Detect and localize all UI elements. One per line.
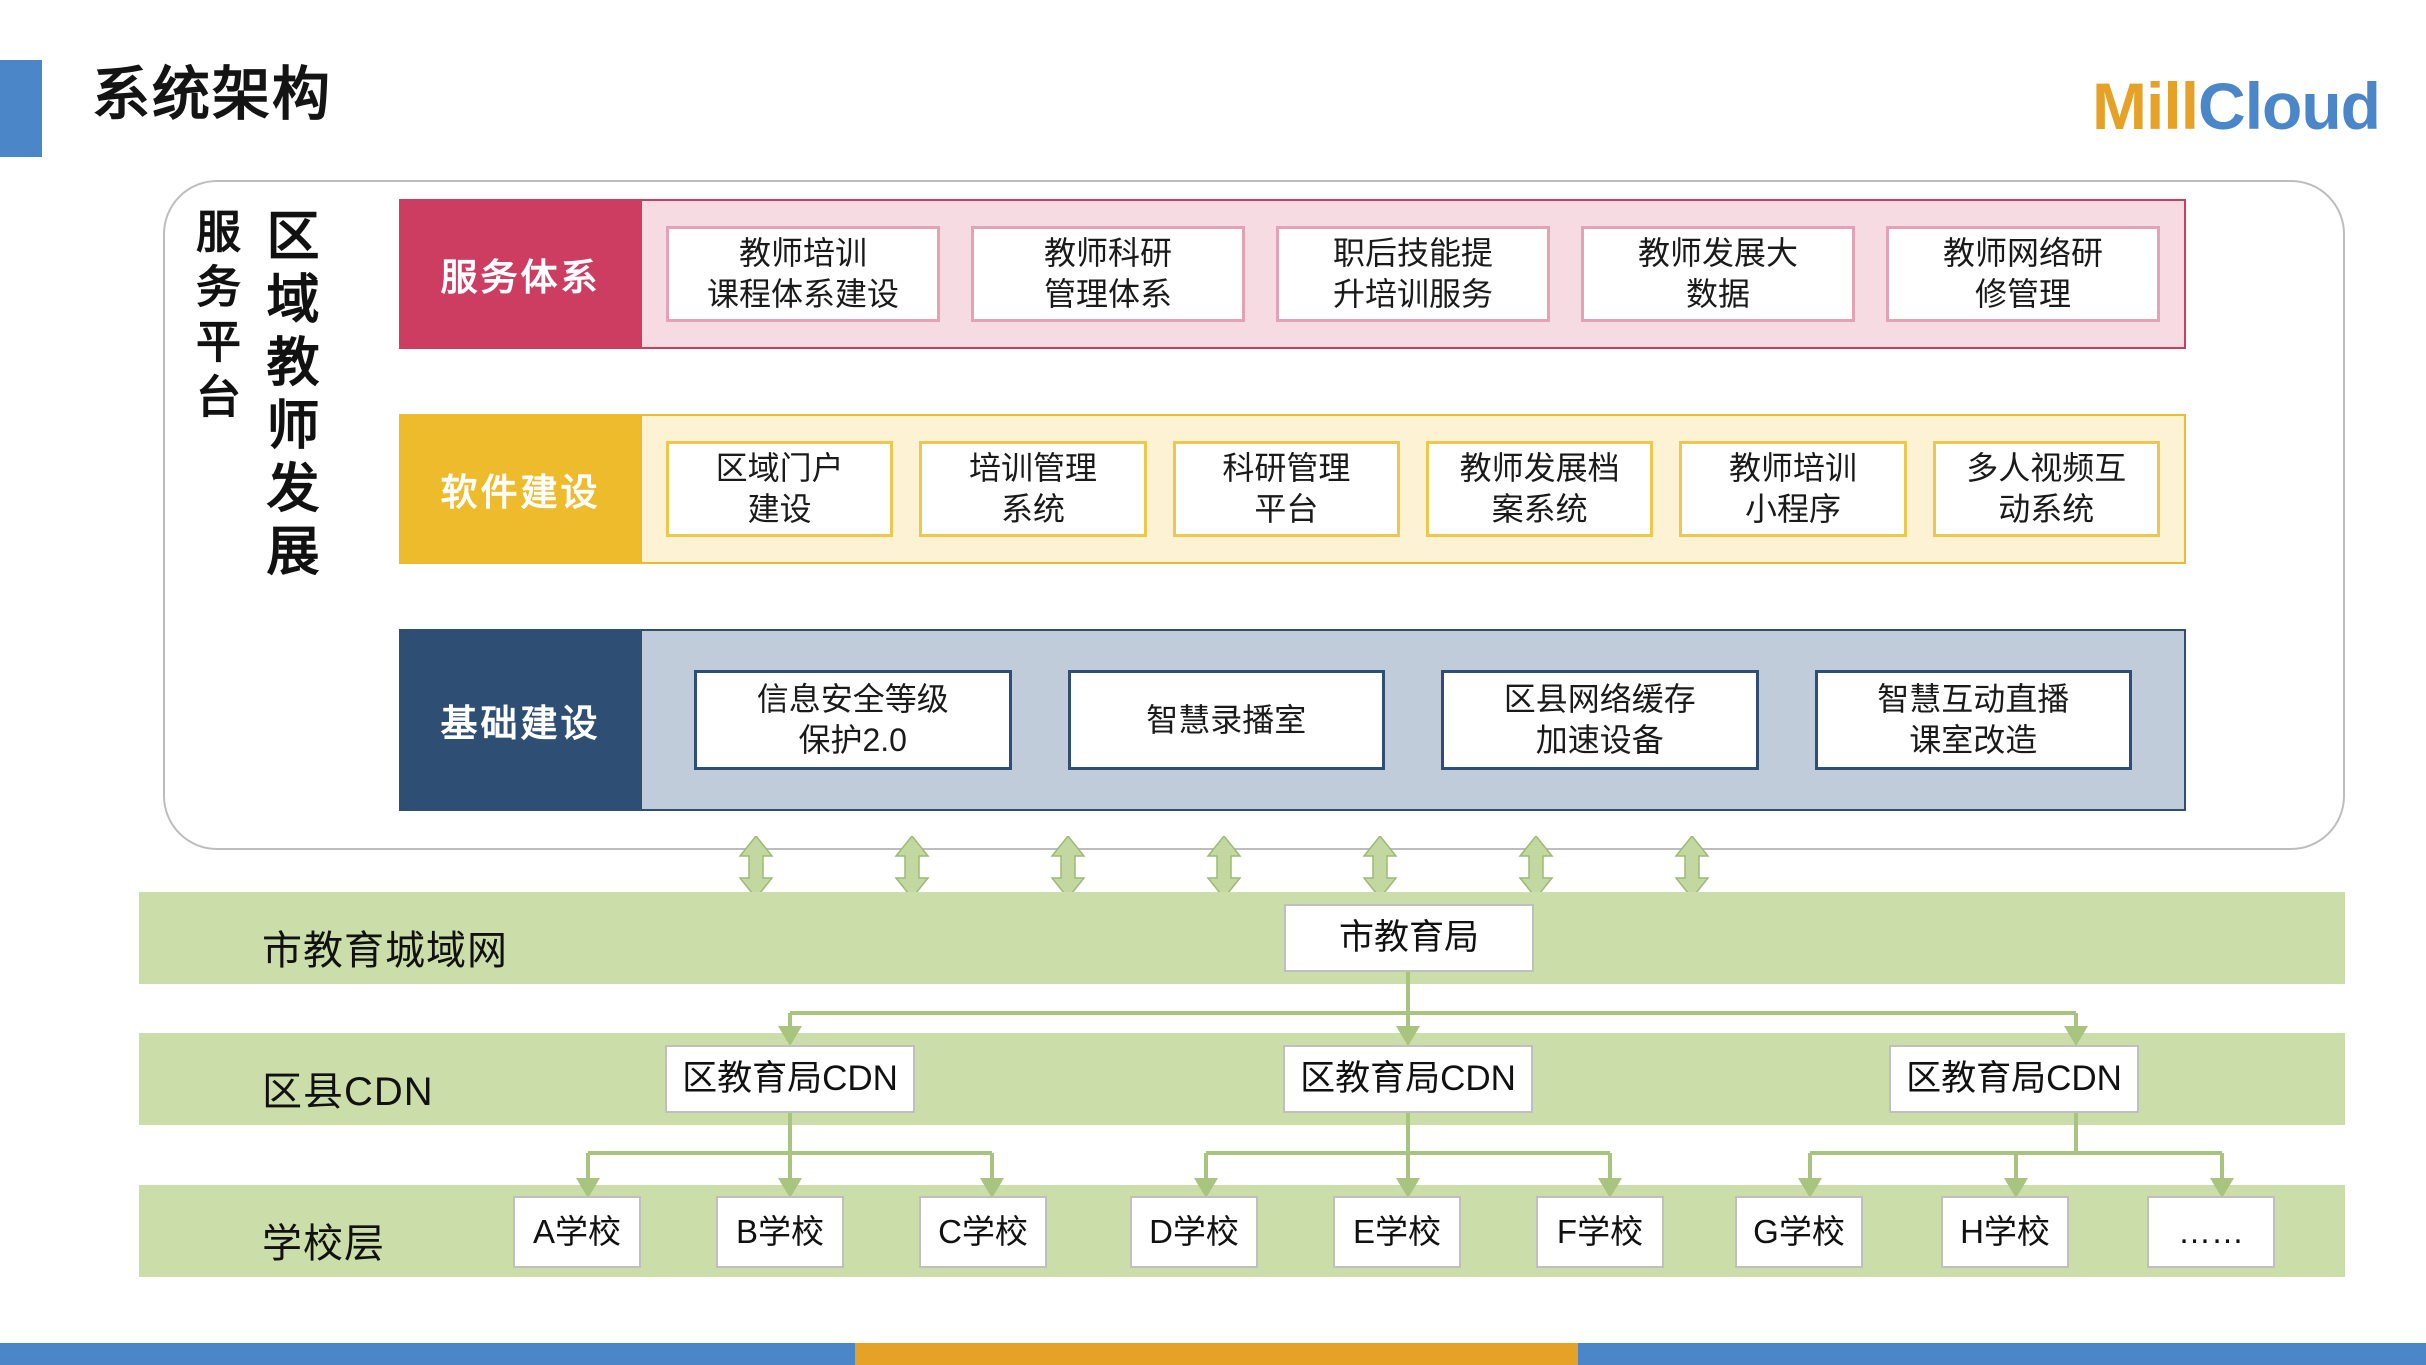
bidirectional-arrow-icon (1674, 836, 1710, 898)
layer-tag-infrastructure: 基础建设 (399, 629, 642, 811)
network-band-city (139, 892, 2345, 984)
platform-side-label-sub: 服务平台 (189, 208, 240, 428)
node-school[interactable]: G学校 (1735, 1196, 1863, 1268)
brand-logo-cloud: Cloud (2198, 69, 2381, 143)
layer-card[interactable]: 教师培训小程序 (1679, 441, 1907, 537)
layer-card[interactable]: 区县网络缓存加速设备 (1441, 670, 1759, 770)
bidirectional-arrow-icon (738, 836, 774, 898)
layer-card[interactable]: 智慧互动直播课室改造 (1814, 670, 2132, 770)
bidirectional-arrow-icon (1206, 836, 1242, 898)
network-band-label-city: 市教育城域网 (262, 929, 508, 973)
node-school[interactable]: D学校 (1130, 1196, 1258, 1268)
node-school[interactable]: H学校 (1941, 1196, 2069, 1268)
layer-card[interactable]: 培训管理系统 (919, 441, 1147, 537)
layer-row-service-system: 服务体系 教师培训课程体系建设 教师科研管理体系 职后技能提升培训服务 教师发展… (399, 199, 2186, 349)
layer-card[interactable]: 区域门户建设 (666, 441, 894, 537)
network-band-label-district-cdn: 区县CDN (262, 1070, 434, 1114)
brand-logo: MillCloud (2092, 68, 2381, 144)
layer-card[interactable]: 多人视频互动系统 (1932, 441, 2160, 537)
layer-tag-service-system: 服务体系 (399, 199, 642, 349)
bidirectional-arrow-icon (1362, 836, 1398, 898)
node-school[interactable]: C学校 (919, 1196, 1047, 1268)
layer-card[interactable]: 信息安全等级保护2.0 (694, 670, 1012, 770)
node-district-cdn[interactable]: 区教育局CDN (1889, 1045, 2139, 1113)
layer-tag-software-construction: 软件建设 (399, 414, 642, 564)
platform-side-label-main: 区域教师发展 (259, 208, 318, 586)
page-title: 系统架构 (92, 62, 333, 127)
bidirectional-arrow-icon (894, 836, 930, 898)
node-district-cdn[interactable]: 区教育局CDN (1283, 1045, 1533, 1113)
footer-bar-accent (855, 1343, 1578, 1365)
node-school-ellipsis[interactable]: …… (2147, 1196, 2275, 1268)
node-district-cdn[interactable]: 区教育局CDN (665, 1045, 915, 1113)
header-accent-bar (0, 60, 42, 157)
layer-card[interactable]: 教师培训课程体系建设 (666, 226, 940, 322)
layer-card[interactable]: 教师科研管理体系 (971, 226, 1245, 322)
layer-card[interactable]: 教师网络研修管理 (1886, 226, 2160, 322)
layer-card[interactable]: 教师发展档案系统 (1425, 441, 1654, 537)
layer-card[interactable]: 科研管理平台 (1172, 441, 1400, 537)
node-school[interactable]: A学校 (513, 1196, 641, 1268)
node-school[interactable]: B学校 (716, 1196, 844, 1268)
bidirectional-arrow-icon (1518, 836, 1554, 898)
node-city-education-bureau[interactable]: 市教育局 (1284, 904, 1534, 972)
bidirectional-arrow-icon (1050, 836, 1086, 898)
layer-cards-software-construction: 区域门户建设 培训管理系统 科研管理平台 教师发展档案系统 教师培训小程序 多人… (642, 414, 2186, 564)
layer-card[interactable]: 智慧录播室 (1067, 670, 1385, 770)
layer-cards-infrastructure: 信息安全等级保护2.0 智慧录播室 区县网络缓存加速设备 智慧互动直播课室改造 (642, 629, 2186, 811)
layer-cards-service-system: 教师培训课程体系建设 教师科研管理体系 职后技能提升培训服务 教师发展大数据 教… (642, 199, 2186, 349)
node-school[interactable]: F学校 (1536, 1196, 1664, 1268)
layer-row-infrastructure: 基础建设 信息安全等级保护2.0 智慧录播室 区县网络缓存加速设备 智慧互动直播… (399, 629, 2186, 811)
layer-row-software-construction: 软件建设 区域门户建设 培训管理系统 科研管理平台 教师发展档案系统 教师培训小… (399, 414, 2186, 564)
layer-card[interactable]: 教师发展大数据 (1581, 226, 1855, 322)
network-band-label-school-layer: 学校层 (262, 1222, 385, 1266)
layer-card[interactable]: 职后技能提升培训服务 (1276, 226, 1550, 322)
brand-logo-mill: Mill (2092, 69, 2199, 143)
node-school[interactable]: E学校 (1333, 1196, 1461, 1268)
